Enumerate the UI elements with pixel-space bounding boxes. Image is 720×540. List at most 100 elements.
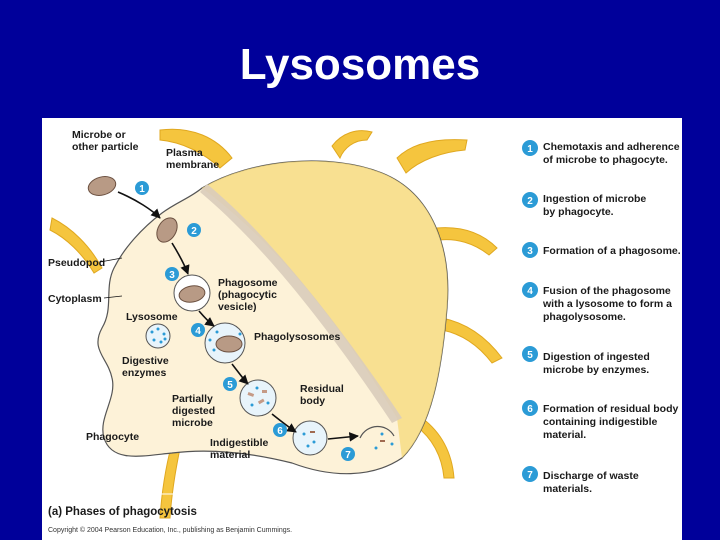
label-microbe-1: Microbe or — [72, 129, 126, 141]
label-indigestible-2: material — [210, 449, 250, 461]
lysosome-vesicle — [145, 323, 171, 349]
copyright-notice: Copyright © 2004 Pearson Education, Inc.… — [48, 526, 292, 534]
label-plasma-1: Plasma — [166, 147, 203, 159]
label-partially-3: microbe — [172, 417, 213, 429]
label-phagocyte: Phagocyte — [86, 431, 139, 443]
pseudopod-leader — [99, 257, 123, 263]
figure-caption: (a) Phases of phagocytosis — [48, 506, 197, 518]
label-partially-1: Partially — [172, 393, 213, 405]
step-number: 7 — [527, 470, 533, 481]
svg-text:4: 4 — [195, 326, 201, 337]
step-badge — [522, 242, 538, 258]
residual-contents — [302, 431, 316, 448]
step-text: Digestion of ingested — [543, 351, 650, 363]
step-number: 6 — [527, 404, 533, 415]
step-number: 3 — [527, 246, 533, 257]
label-residual-2: body — [300, 395, 325, 407]
label-partially-2: digested — [172, 405, 215, 417]
label-phagosome-1: Phagosome — [218, 277, 278, 289]
step-badge — [522, 192, 538, 208]
cell-cross-section — [202, 161, 448, 458]
label-phagolysosomes: Phagolysosomes — [254, 331, 341, 343]
step-text: with a lysosome to form a — [542, 298, 672, 310]
process-arrows — [117, 191, 359, 442]
step-text: Formation of a phagosome. — [543, 245, 681, 257]
step-number: 1 — [527, 144, 533, 155]
step-badge — [522, 282, 538, 298]
svg-text:Formation of a phagosome.: Formation of a phagosome. — [543, 245, 681, 257]
step-text: microbe by enzymes. — [543, 364, 649, 376]
discharge-opening — [359, 425, 395, 439]
label-phagosome-3: vesicle) — [218, 301, 257, 313]
svg-text:2: 2 — [191, 226, 197, 237]
svg-text:1: 1 — [139, 184, 145, 195]
slide-title: Lysosomes — [239, 40, 481, 89]
cut-shadow — [200, 184, 402, 423]
svg-text:3: 3 — [169, 270, 175, 281]
ingested-microbe — [156, 217, 178, 243]
step-badge — [522, 400, 538, 416]
step-text: phagolysosome. — [543, 311, 626, 323]
residual-body — [292, 420, 328, 456]
step-text: Ingestion of microbe — [543, 193, 646, 205]
label-plasma-2: membrane — [166, 159, 219, 171]
label-pseudopod: Pseudopod — [48, 257, 105, 269]
microbe — [87, 176, 117, 196]
label-digestive-2: enzymes — [122, 367, 167, 379]
step-badge — [522, 140, 538, 156]
step-text: by phagocyte. — [543, 206, 614, 218]
digested-fragments — [247, 386, 270, 407]
step-text: Fusion of the phagosome — [543, 285, 671, 297]
step-text: material. — [543, 429, 586, 441]
step-3: 3 Formation of a phagosome. — [522, 242, 681, 258]
label-cytoplasm: Cytoplasm — [48, 293, 102, 305]
step-number: 5 — [527, 350, 533, 361]
cytoplasm-leader — [103, 295, 123, 299]
svg-text:6: 6 — [277, 426, 283, 437]
label-lysosome: Lysosome — [126, 311, 178, 323]
step-number: 2 — [527, 196, 533, 207]
label-digestive-1: Digestive — [122, 355, 169, 367]
step-badge — [522, 346, 538, 362]
pseudopod-extensions — [49, 128, 503, 519]
step-text: Discharge of waste — [543, 470, 639, 482]
lysosome-enzymes — [150, 327, 167, 344]
step-text: of microbe to phagocyte. — [543, 154, 668, 166]
step-number: 4 — [527, 286, 533, 297]
partially-digested-vesicle — [239, 379, 277, 417]
phagosome-microbe — [178, 285, 206, 303]
step-text: Formation of residual body — [543, 403, 679, 415]
diagram-badges: 1 2 3 4 5 6 7 — [135, 181, 355, 461]
label-phagosome-2: (phagocytic — [218, 289, 277, 301]
label-microbe-2: other particle — [72, 141, 139, 153]
step-badge — [522, 466, 538, 482]
step-text: Chemotaxis and adherence — [543, 141, 680, 153]
label-indigestible-1: Indigestible — [210, 437, 269, 449]
step-text: materials. — [543, 483, 592, 495]
label-residual-1: Residual — [300, 383, 344, 395]
svg-text:7: 7 — [345, 450, 351, 461]
phagolysosome-microbe — [215, 335, 243, 353]
